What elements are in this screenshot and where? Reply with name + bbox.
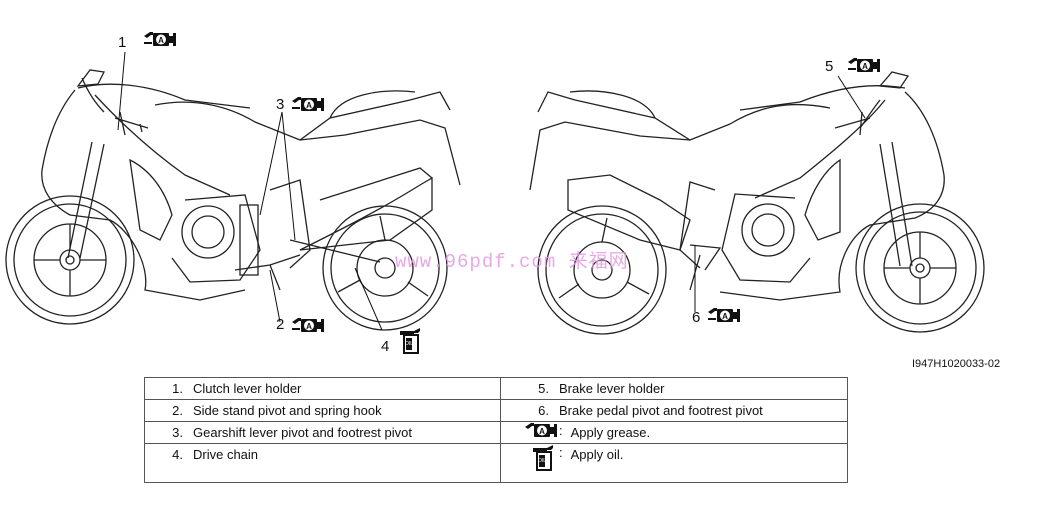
- grease-icon-5: [848, 58, 880, 72]
- oil-icon-4: [399, 327, 421, 354]
- right-front-wheel: [855, 203, 985, 333]
- table-row: 4. Drive chain OIL : Apply oil.: [144, 443, 848, 483]
- grease-icon-6: [708, 308, 740, 322]
- callout-leader-lines: [117, 51, 866, 331]
- item-number: 2.: [172, 403, 183, 418]
- item-number: 1.: [172, 381, 183, 396]
- legend-cell: 1. Clutch lever holder: [144, 377, 501, 400]
- callout-number-4: 4: [381, 338, 390, 355]
- item-number: 6.: [538, 403, 549, 418]
- legend-cell: OIL : Apply oil.: [500, 443, 848, 483]
- item-text: Apply grease.: [570, 425, 651, 440]
- item-text: Brake lever holder: [559, 381, 665, 396]
- oil-symbol-letter: OIL: [538, 458, 546, 464]
- grease-icon-3: [292, 97, 324, 111]
- table-row: 2. Side stand pivot and spring hook 6. Bra…: [144, 399, 848, 422]
- callout-number-1: 1: [118, 34, 127, 51]
- item-number: 4.: [172, 447, 183, 462]
- item-text: Drive chain: [193, 447, 259, 462]
- oil-can-icon: OIL: [501, 445, 559, 473]
- legend-cell: 3. Gearshift lever pivot and footrest piv…: [144, 421, 501, 444]
- colon: :: [559, 445, 563, 460]
- right-rear-wheel: [537, 205, 667, 335]
- table-row: 1. Clutch lever holder 5. Brake lever hold…: [144, 377, 848, 400]
- item-text: Clutch lever holder: [193, 381, 302, 396]
- callout-number-5: 5: [825, 58, 834, 75]
- item-text: Gearshift lever pivot and footrest pivot: [193, 425, 412, 440]
- figure-id: I947H1020033-02: [912, 358, 1001, 370]
- grease-symbol-letter: A: [539, 427, 545, 436]
- item-text: Apply oil.: [570, 447, 624, 462]
- legend-cell: 6. Brake pedal pivot and footrest pivot: [500, 399, 848, 422]
- left-front-wheel: [5, 195, 135, 325]
- item-text: Side stand pivot and spring hook: [193, 403, 382, 418]
- right-motorcycle-illustration: [529, 71, 985, 335]
- table-row: 3. Gearshift lever pivot and footrest piv…: [144, 421, 848, 444]
- grease-icon-1: [144, 32, 176, 46]
- legend-table: 1. Clutch lever holder 5. Brake lever hold…: [144, 377, 848, 483]
- legend-cell: 5. Brake lever holder: [500, 377, 848, 400]
- callout-number-2: 2: [276, 316, 285, 333]
- watermark-text: www.96pdf.com 来福网: [395, 251, 629, 273]
- left-motorcycle-illustration: [5, 69, 461, 331]
- item-text: Brake pedal pivot and footrest pivot: [559, 403, 763, 418]
- item-number: 3.: [172, 425, 183, 440]
- item-number: 5.: [538, 381, 549, 396]
- colon: :: [559, 423, 563, 438]
- callout-number-3: 3: [276, 96, 285, 113]
- grease-gun-icon: A: [501, 423, 559, 438]
- legend-cell: A : Apply grease.: [500, 421, 848, 444]
- legend-cell: 4. Drive chain: [144, 443, 501, 483]
- legend-cell: 2. Side stand pivot and spring hook: [144, 399, 501, 422]
- callout-symbols: [144, 32, 880, 354]
- motorcycle-lubrication-diagram: A OIL: [5, 32, 985, 354]
- callout-number-6: 6: [692, 309, 701, 326]
- grease-icon-2: [292, 318, 324, 332]
